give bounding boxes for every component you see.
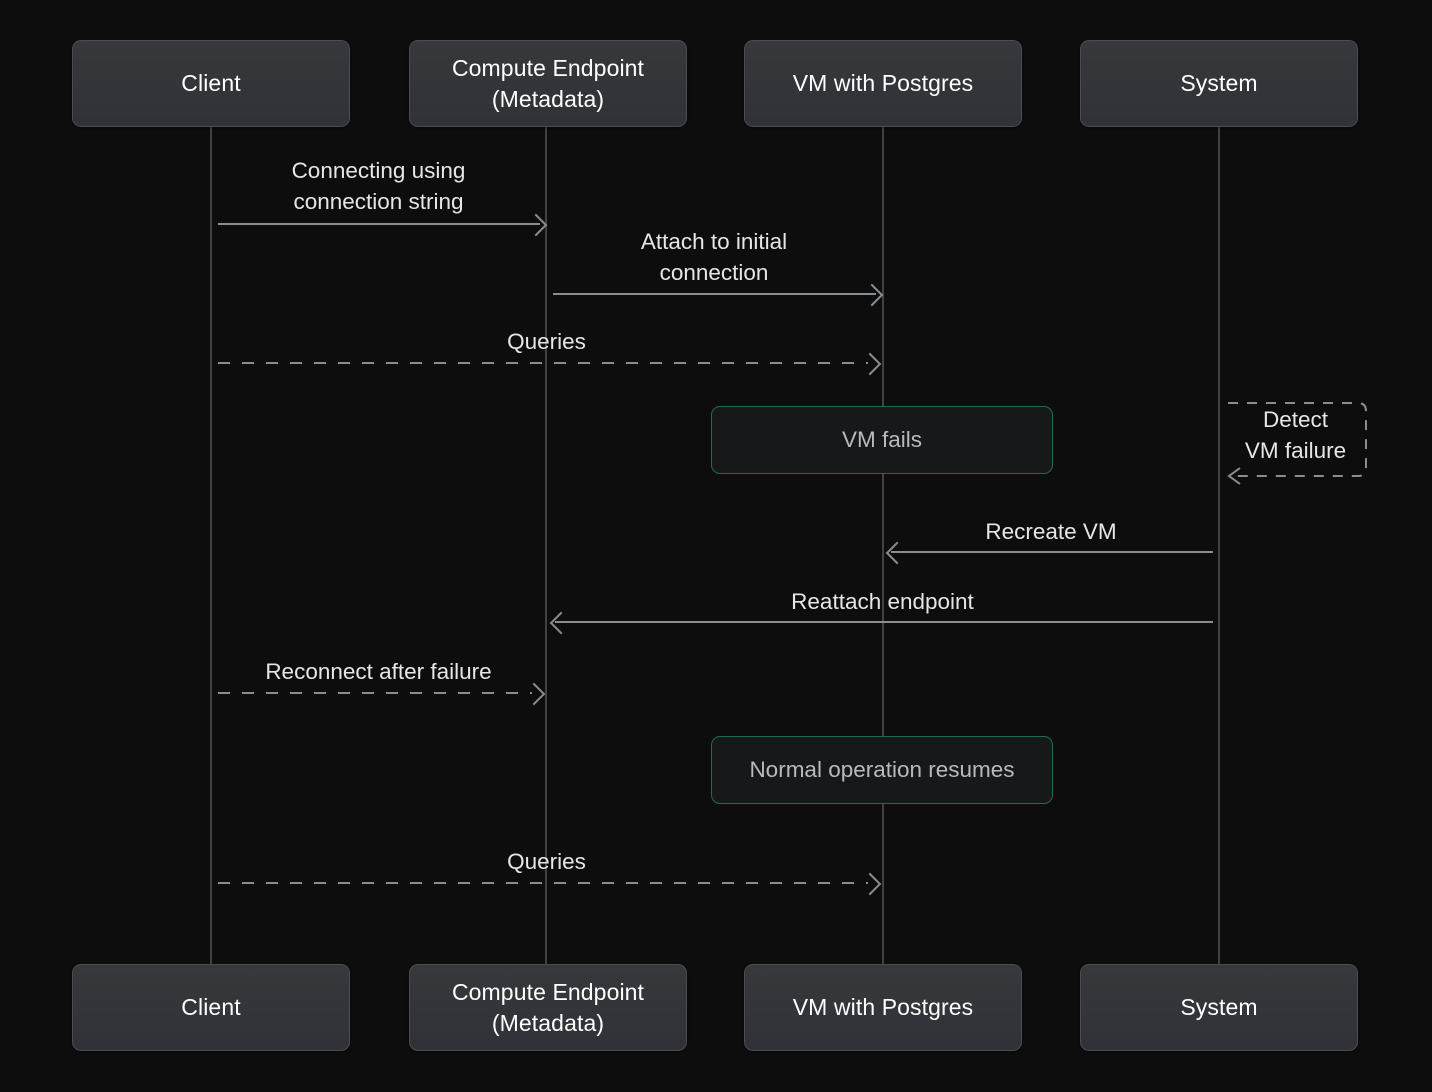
participant-box-system-top[interactable]: System	[1080, 40, 1358, 127]
message-label-reattach-endpoint: Reattach endpoint	[791, 589, 974, 614]
message-arrow-queries-second	[218, 882, 868, 884]
self-message-label-detect-vm-failure: Detect VM failure	[1244, 407, 1347, 463]
lifeline-system	[1218, 127, 1220, 965]
participant-box-vm-top[interactable]: VM with Postgres	[744, 40, 1022, 127]
participant-label: Compute Endpoint (Metadata)	[451, 978, 645, 1036]
lifeline-vm	[882, 127, 884, 965]
message-label-queries-first: Queries	[507, 329, 586, 354]
message-arrow-queries-first	[218, 362, 868, 364]
message-label-attach-to-initial-connection: Attach to initial connection	[640, 229, 788, 285]
participant-box-system-bottom[interactable]: System	[1080, 964, 1358, 1051]
self-loop-path	[1227, 402, 1367, 485]
message-arrow-reattach-endpoint	[555, 621, 1213, 623]
participant-box-client-top[interactable]: Client	[72, 40, 350, 127]
note-vm-fails: VM fails	[711, 406, 1053, 474]
message-label-connecting-using-connection-string: Connecting using connection string	[291, 158, 466, 214]
participant-label: Client	[181, 994, 241, 1020]
participant-box-endpoint-bottom[interactable]: Compute Endpoint (Metadata)	[409, 964, 687, 1051]
participant-label: System	[1180, 994, 1258, 1020]
note-label: Normal operation resumes	[749, 757, 1015, 782]
self-message-detect-vm-failure	[1222, 396, 1372, 488]
note-label: VM fails	[841, 427, 922, 452]
lifeline-client	[210, 127, 212, 965]
message-label-recreate-vm: Recreate VM	[985, 519, 1117, 544]
message-arrow-recreate-vm	[891, 551, 1213, 553]
arrowhead-connecting-using-connection-string	[524, 213, 548, 237]
participant-label: Client	[181, 70, 241, 96]
participant-box-vm-bottom[interactable]: VM with Postgres	[744, 964, 1022, 1051]
message-arrow-reconnect-after-failure	[218, 692, 532, 694]
message-arrow-attach-to-initial-connection	[553, 293, 876, 295]
participant-label: Compute Endpoint (Metadata)	[451, 54, 645, 112]
participant-box-endpoint-top[interactable]: Compute Endpoint (Metadata)	[409, 40, 687, 127]
participant-box-client-bottom[interactable]: Client	[72, 964, 350, 1051]
message-arrow-connecting-using-connection-string	[218, 223, 540, 225]
note-normal-operation-resumes: Normal operation resumes	[711, 736, 1053, 804]
participant-label: VM with Postgres	[792, 70, 974, 96]
lifeline-endpoint	[545, 127, 547, 965]
message-label-reconnect-after-failure: Reconnect after failure	[265, 659, 492, 684]
participant-label: System	[1180, 70, 1258, 96]
participant-label: VM with Postgres	[792, 994, 974, 1020]
message-label-queries-second: Queries	[507, 849, 586, 874]
